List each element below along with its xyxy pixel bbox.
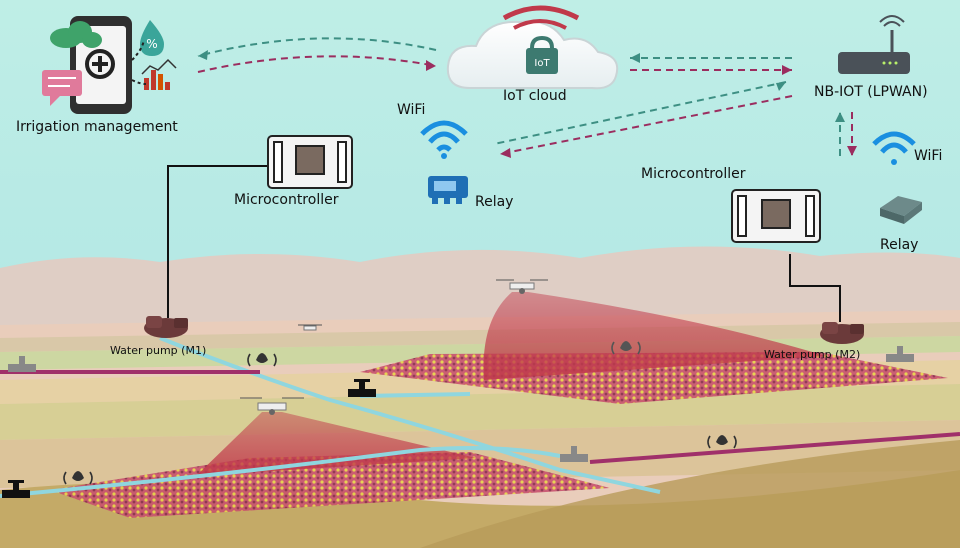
valve-icon <box>8 356 36 372</box>
arrow-router-to-wifi <box>493 81 787 145</box>
microcontroller-label-right: Microcontroller <box>641 166 746 182</box>
valve-icon <box>560 446 588 462</box>
microcontroller-label-left: Microcontroller <box>234 192 339 208</box>
valve-icon <box>2 480 30 498</box>
crop-field-left <box>50 452 610 518</box>
nb-iot-label: NB-IOT (LPWAN) <box>814 84 928 100</box>
water-pipe <box>359 392 471 398</box>
lock-icon <box>526 35 558 74</box>
router-icon <box>838 15 910 74</box>
drone-icon <box>240 397 304 415</box>
hill-foreground <box>420 440 960 548</box>
wifi-label-left: WiFi <box>397 102 426 118</box>
water-pipe-magenta <box>589 432 960 464</box>
microcontroller-icon <box>267 135 353 189</box>
arrow-heads <box>198 50 857 158</box>
water-pump-icon <box>820 322 864 344</box>
arrow-cloud-to-phone <box>197 37 437 57</box>
iot-cloud-label: IoT cloud <box>503 88 567 104</box>
svg-text:%: % <box>146 37 157 51</box>
valve-icon <box>348 379 376 397</box>
bar-chart-icon <box>141 58 177 90</box>
valve-icon <box>886 346 914 362</box>
control-wire-left <box>167 165 268 318</box>
drone-icon <box>496 279 548 294</box>
relay-label-left: Relay <box>475 194 514 210</box>
wifi-label-right: WiFi <box>914 148 943 164</box>
water-pump-m1-label: Water pump (M1) <box>110 344 207 357</box>
field-strip <box>0 384 960 440</box>
distant-hills <box>0 246 960 330</box>
chat-bubble-icon <box>42 70 82 106</box>
arrow-router-to-relay <box>499 95 793 155</box>
water-pipe <box>159 336 661 494</box>
soil-sensor-icon <box>707 435 737 449</box>
drone-beam-right <box>483 292 826 380</box>
arrow-phone-to-cloud <box>197 55 437 73</box>
relay-icon <box>880 196 922 224</box>
humidity-drop-icon: % <box>140 20 164 56</box>
water-pipe <box>0 446 561 498</box>
microcontroller-icon <box>731 189 821 243</box>
soil-sensor-icon <box>247 353 277 367</box>
irrigation-management-label: Irrigation management <box>16 119 178 135</box>
control-wire-right <box>789 254 841 322</box>
cloud-lock-text: IoT <box>534 58 550 69</box>
drone-icon <box>298 324 322 331</box>
water-pump-icon <box>144 316 188 338</box>
wifi-icon <box>420 120 468 159</box>
phone-link-dots <box>131 39 147 85</box>
drone-beam-left <box>196 412 476 476</box>
wifi-icon <box>872 131 916 165</box>
cloud-small-icon <box>50 21 102 48</box>
soil-sensor-icon <box>63 471 93 485</box>
relay-icon <box>428 176 468 204</box>
water-pump-m2-label: Water pump (M2) <box>764 348 861 361</box>
soil-sensor-icon <box>611 341 641 355</box>
relay-label-right: Relay <box>880 237 919 253</box>
